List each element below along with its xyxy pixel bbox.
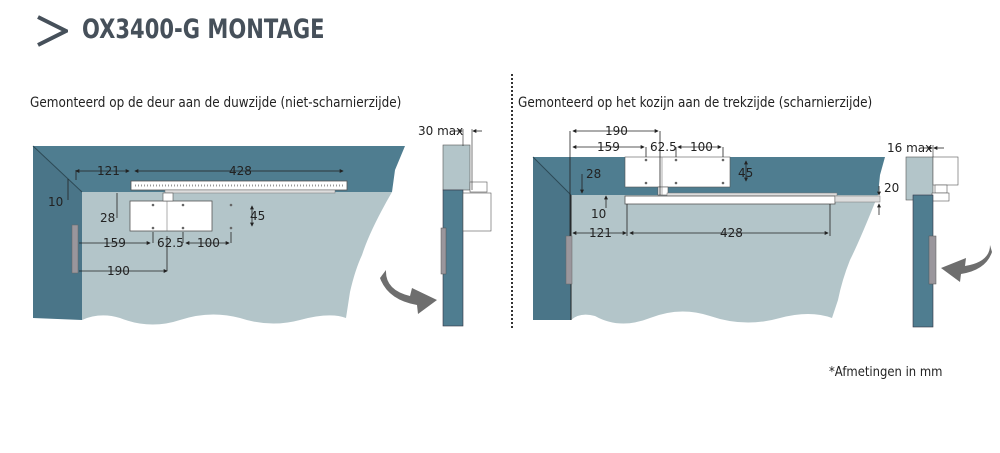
page-title: OX3400-G MONTAGE [82,14,325,45]
dim-left-body-height: 45 [250,209,265,223]
left-side-max-label: 30 max [418,124,463,138]
dim-right-hole-pitch-b: 100 [690,140,713,154]
dim-left-top-gap: 10 [48,195,63,209]
dim-right-axis-offset: 190 [605,124,628,138]
dim-right-hole-offset: 159 [597,140,620,154]
right-arm-rail [624,192,881,205]
left-hinge [71,224,79,274]
dim-left-body-offset: 28 [100,211,115,225]
dim-left-axis-offset: 190 [107,264,130,278]
dim-left-hole-offset: 159 [103,236,126,250]
dim-right-top-gap: 10 [591,207,606,221]
left-side-view [440,129,492,327]
dim-left-hole-pitch-a: 62.5 [157,236,184,250]
right-side-max-label: 16 max [887,141,932,155]
right-door-leaf [571,195,878,324]
dim-right-arm-offset: 121 [589,226,612,240]
dim-left-hole-pitch-b: 100 [197,236,220,250]
dim-left-arm-length: 428 [229,164,252,178]
dim-left-arm-offset: 121 [97,164,120,178]
right-closer-body [624,156,731,196]
left-closer-body [129,192,233,232]
right-panel-caption: Gemonteerd op het kozijn aan de trekzijd… [518,95,873,111]
right-swing-arrow-icon [941,245,992,282]
chevron-right-icon [37,15,68,47]
dim-right-arm-length: 428 [720,226,743,240]
dim-right-body-height: 45 [738,166,753,180]
footnote-units: *Afmetingen in mm [829,364,943,380]
left-panel-caption: Gemonteerd op de deur aan de duwzijde (n… [30,95,402,111]
dim-right-arm-drop: 20 [884,181,899,195]
left-arm-rail [130,180,348,194]
panel-divider [511,74,513,328]
dim-right-hole-pitch-a: 62.5 [650,140,677,154]
right-hinge [565,235,573,285]
dim-right-body-offset: 28 [586,167,601,181]
right-side-view [905,145,959,328]
left-swing-arrow-icon [380,270,437,314]
